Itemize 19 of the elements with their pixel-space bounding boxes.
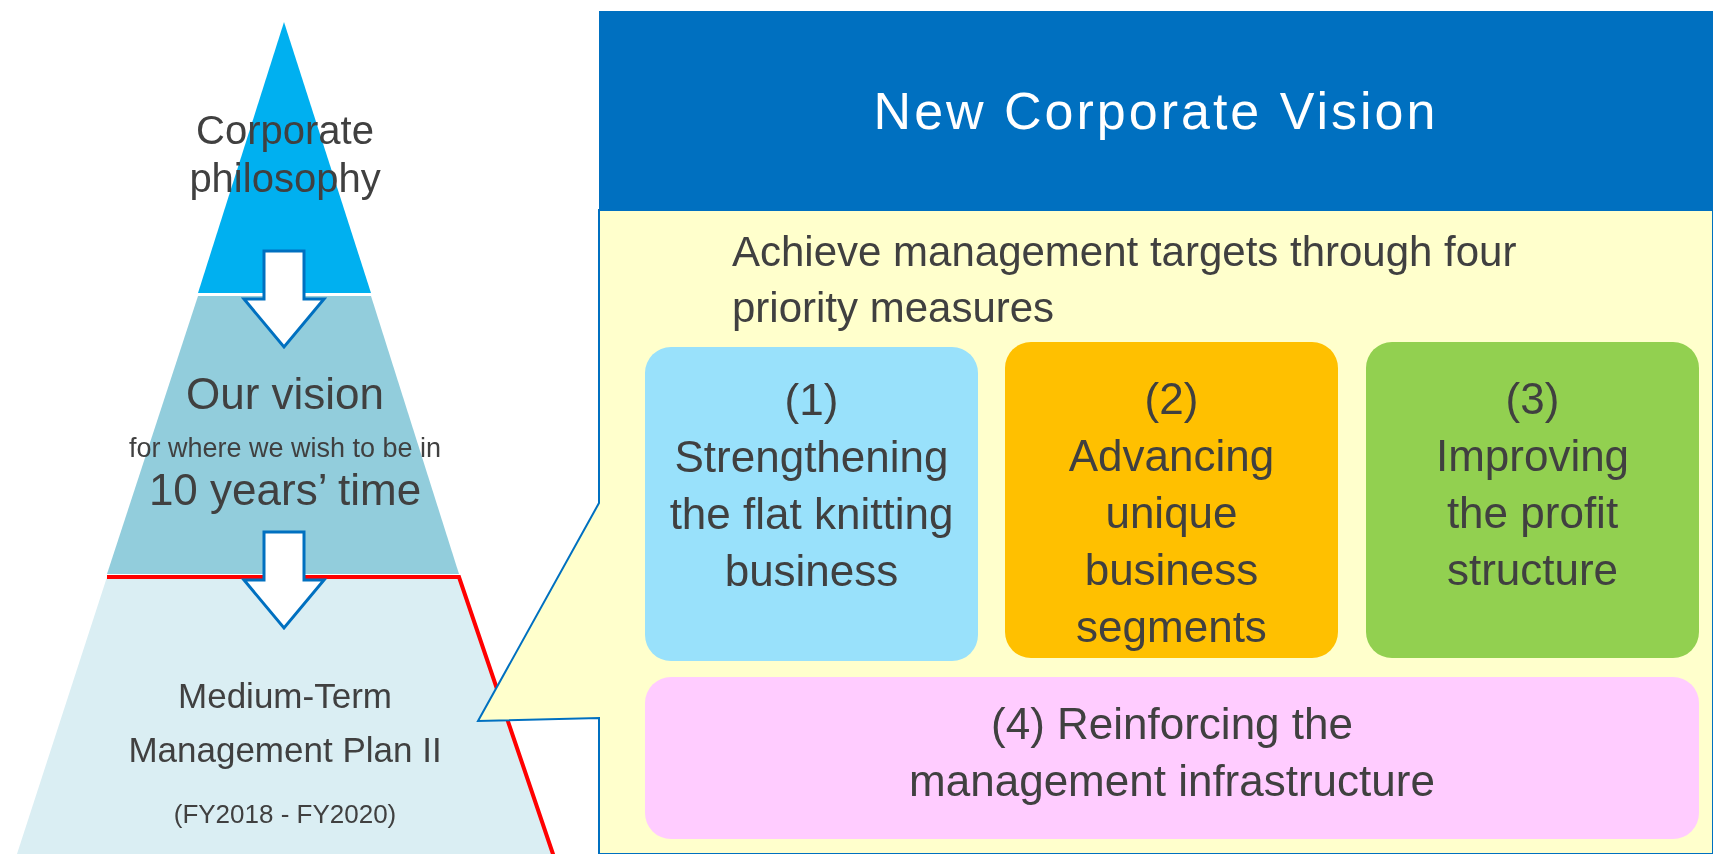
tier-label: (FY2018 - FY2020) xyxy=(172,799,398,830)
card-text: (4) Reinforcing the management infrastructure xyxy=(908,698,1436,807)
tier-label: Medium-Term Management Plan II xyxy=(127,675,443,771)
measure-card xyxy=(645,677,1699,839)
card-text: Strengthening the flat knitting business xyxy=(668,431,955,597)
panel-text: Achieve management targets through four priority measures xyxy=(732,227,1518,333)
card-number: (2) xyxy=(1144,373,1199,425)
card-text: Improving the profit structure xyxy=(1434,430,1631,596)
tier-label: 10 years’ time xyxy=(147,464,423,516)
card-number: (1) xyxy=(784,374,839,426)
card-text: Advancing unique business segments xyxy=(1067,430,1276,653)
tier-label: Our vision xyxy=(184,368,386,420)
measure-card xyxy=(1005,342,1338,658)
block-arrow xyxy=(240,249,328,350)
block-arrow xyxy=(240,530,328,631)
card-number: (3) xyxy=(1505,373,1560,425)
measure-card xyxy=(1366,342,1699,658)
panel-heading: New Corporate Vision xyxy=(872,81,1440,141)
measure-card xyxy=(645,347,978,661)
